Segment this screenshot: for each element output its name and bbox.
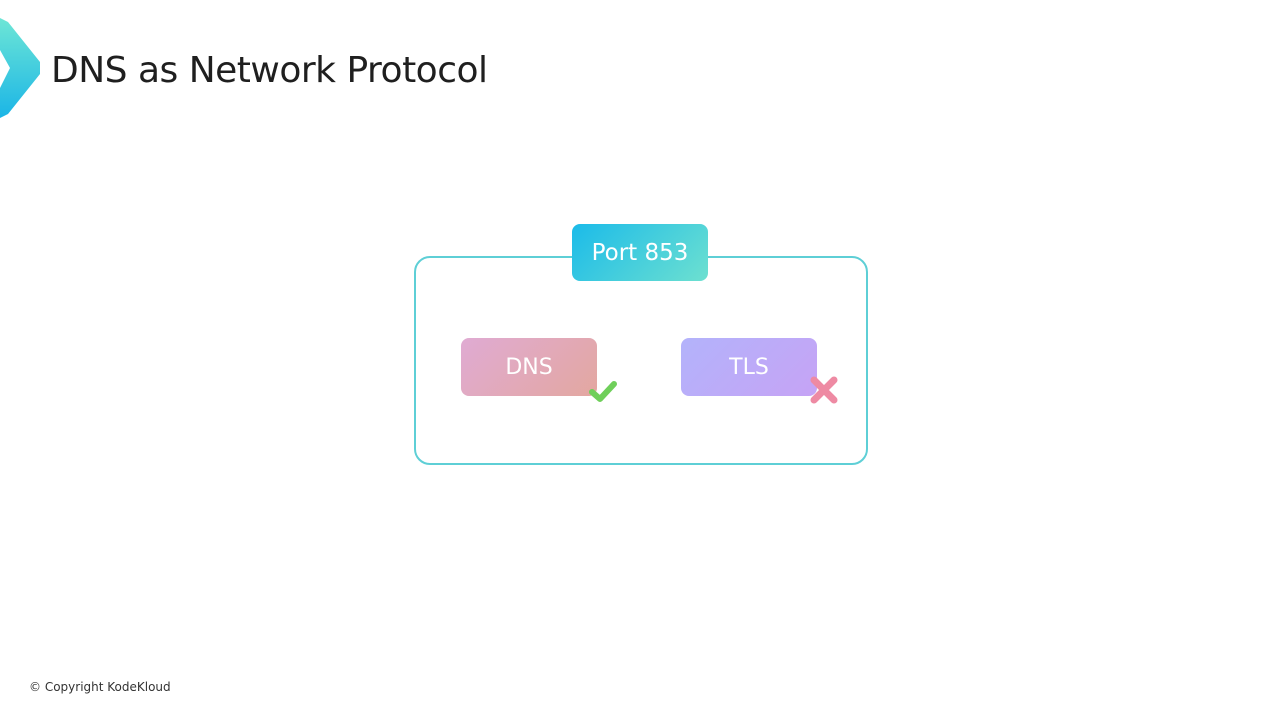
- dns-box: DNS: [461, 338, 597, 396]
- port-label: Port 853: [572, 224, 708, 281]
- cross-icon: [810, 376, 838, 404]
- tls-box: TLS: [681, 338, 817, 396]
- kodekloud-logo-icon: [0, 18, 40, 118]
- page-title: DNS as Network Protocol: [51, 50, 488, 91]
- copyright: © Copyright KodeKloud: [29, 680, 171, 694]
- check-icon: [589, 381, 617, 402]
